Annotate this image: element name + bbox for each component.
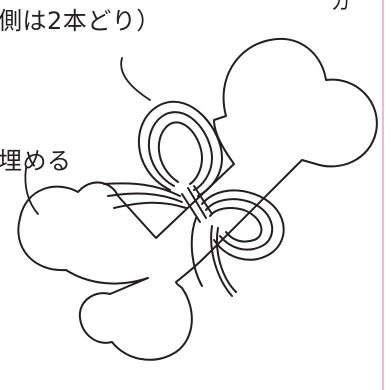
cord-loop-lower-outer xyxy=(201,189,285,261)
cord-loop-upper-inner xyxy=(157,121,203,185)
cord-loop-lower-inner xyxy=(209,207,263,243)
cord-loop-upper-outer xyxy=(138,100,223,197)
corner-label-fragment: ガ xyxy=(331,0,352,14)
instruction-label-left: 埋める xyxy=(0,147,72,175)
cord-tail-down-1 xyxy=(210,225,233,297)
top-leader-line xyxy=(120,57,151,101)
cord-tail-down-2 xyxy=(216,227,237,293)
left-leader-line xyxy=(24,167,39,215)
cord-tail-left-1 xyxy=(103,182,181,197)
cord-tail-down-3 xyxy=(190,217,203,287)
cord-loop-upper-middle xyxy=(147,111,213,191)
cord-loop-lower-middle xyxy=(205,198,274,251)
page-edge-line xyxy=(382,0,384,390)
bone-shape-outline xyxy=(17,37,378,361)
cord-tail-left-3 xyxy=(113,201,187,209)
cord-binding xyxy=(181,185,213,223)
instruction-label-top: 側は2本どり） xyxy=(0,7,161,35)
cord-tail-left-2 xyxy=(107,192,183,203)
